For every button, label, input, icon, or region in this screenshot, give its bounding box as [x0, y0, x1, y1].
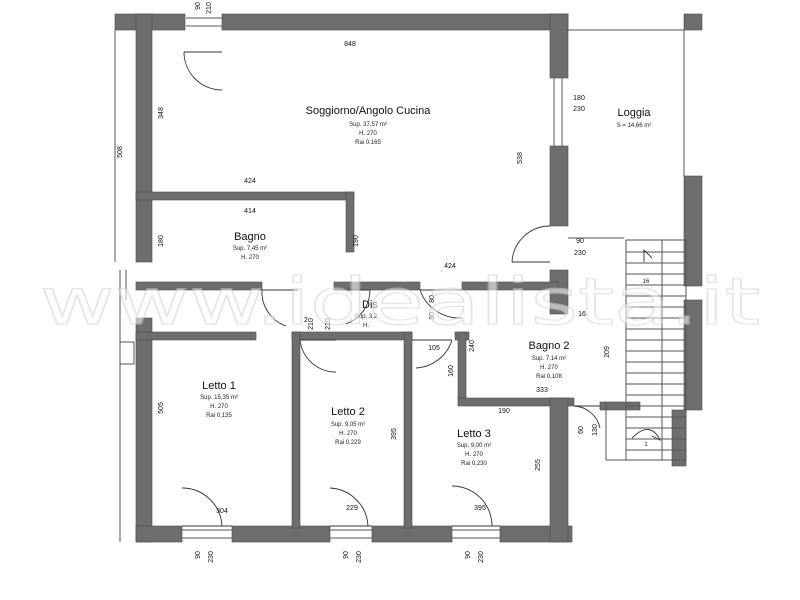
room-name-letto2: Letto 2 — [331, 406, 365, 418]
stair-number-bottom: 1 — [644, 442, 648, 448]
room-sup-letto2: Sup. 9,05 m² — [331, 422, 365, 428]
room-letto1: Letto 1 Sup. 15,35 m² H. 270 Rai 0,135 — [200, 380, 238, 419]
dim-538: 538 — [517, 152, 524, 164]
room-height-letto3: H. 270 — [465, 452, 483, 458]
dim-top-210: 210 — [206, 2, 213, 14]
room-sup-bagno2: Sup. 7,14 m² — [532, 356, 566, 362]
thin-lines — [114, 29, 685, 542]
room-sup-letto1: Sup. 15,35 m² — [200, 395, 238, 401]
dim-190-letto3: 190 — [498, 408, 510, 415]
dim-333: 333 — [536, 387, 548, 394]
dim-508: 508 — [117, 146, 124, 158]
dim-bottom-90-b: 90 — [343, 551, 350, 559]
dim-bottom-230-c: 230 — [478, 551, 485, 563]
dim-424-corridor: 424 — [444, 263, 456, 270]
room-name-letto3: Letto 3 — [457, 428, 491, 440]
room-loggia: Loggia S = 14,66 m² — [617, 107, 652, 129]
room-name-letto1: Letto 1 — [202, 380, 236, 392]
dim-229: 229 — [346, 505, 358, 512]
dim-window-230-b: 230 — [574, 250, 586, 257]
windows — [182, 17, 563, 539]
room-sup-loggia: S = 14,66 m² — [617, 123, 652, 129]
dim-240: 240 — [469, 340, 476, 352]
doors — [181, 51, 601, 527]
dim-255: 255 — [535, 459, 542, 471]
room-height-letto2: H. 270 — [339, 431, 357, 437]
dim-16: 16 — [578, 311, 586, 318]
room-height-soggiorno: H. 270 — [359, 131, 377, 137]
dim-2: 2 — [304, 317, 308, 324]
dim-414: 414 — [244, 208, 256, 215]
dim-304: 304 — [216, 508, 228, 515]
dim-105: 105 — [428, 345, 440, 352]
room-letto2: Letto 2 Sup. 9,05 m² H. 270 Rai 0,229 — [331, 406, 365, 446]
dim-window-230-a: 230 — [573, 106, 585, 113]
dim-209: 209 — [604, 346, 611, 358]
dim-505: 505 — [158, 402, 165, 414]
room-rai-letto3: Rai 0,230 — [461, 461, 487, 467]
room-bagno: Bagno Sup. 7,45 m² H. 270 — [233, 231, 267, 261]
dim-bottom-230-b: 230 — [356, 551, 363, 563]
room-soggiorno: Soggiorno/Angolo Cucina Sup. 37,57 m² H.… — [306, 105, 432, 146]
dim-window-180: 180 — [573, 95, 585, 102]
dim-bottom-230-a: 230 — [208, 551, 215, 563]
dim-window-90: 90 — [576, 238, 584, 245]
dim-bottom-90-a: 90 — [195, 551, 202, 559]
room-height-letto1: H. 270 — [210, 404, 228, 410]
dim-30: 30 — [429, 312, 436, 320]
dim-190-bagno: 190 — [353, 235, 360, 247]
room-sup-disimpegno: Sup. 3,2 — [355, 314, 378, 320]
room-name-soggiorno: Soggiorno/Angolo Cucina — [306, 105, 432, 117]
room-height-bagno2: H. 270 — [540, 365, 558, 371]
stair-number-top: 16 — [643, 279, 650, 285]
room-letto3: Letto 3 Sup. 9,00 m² H. 270 Rai 0,230 — [457, 428, 491, 467]
dim-424-top: 424 — [244, 178, 256, 185]
room-sup-bagno: Sup. 7,45 m² — [233, 246, 267, 252]
dim-160: 160 — [448, 365, 455, 377]
room-sup-soggiorno: Sup. 37,57 m² — [349, 122, 387, 128]
staircase: 16 1 — [625, 239, 687, 461]
room-name-loggia: Loggia — [617, 107, 651, 119]
room-sup-letto3: Sup. 9,00 m² — [457, 443, 491, 449]
room-rai-bagno2: Rai 0,108 — [536, 374, 562, 380]
room-rai-letto1: Rai 0,135 — [206, 413, 232, 419]
dim-395-letto3: 395 — [474, 505, 486, 512]
room-height-disimpegno: H. — [363, 323, 369, 329]
room-rai-letto2: Rai 0,229 — [335, 440, 361, 446]
room-height-bagno: H. 270 — [241, 255, 259, 261]
dim-210-a: 210 — [325, 318, 332, 330]
dim-210-b: 210 — [308, 318, 315, 330]
watermark: www.idealista.it — [40, 266, 760, 340]
room-name-bagno2: Bagno 2 — [529, 340, 570, 352]
dim-395-letto2: 395 — [391, 428, 398, 440]
dim-848: 848 — [344, 41, 356, 48]
room-name-bagno: Bagno — [234, 231, 266, 243]
room-rai-soggiorno: Rai 0.165 — [355, 140, 381, 146]
dim-60: 60 — [578, 426, 585, 434]
dim-80: 80 — [429, 295, 436, 303]
dim-348: 348 — [158, 107, 165, 119]
walls — [114, 13, 703, 543]
dim-bottom-90-c: 90 — [465, 551, 472, 559]
dim-130: 130 — [592, 424, 599, 436]
room-name-disimpegno: Dis — [362, 299, 378, 311]
dimension-labels: 848 348 508 538 424 414 180 190 424 210 … — [117, 2, 611, 563]
dim-top-90: 90 — [195, 2, 202, 10]
room-disimpegno: Dis Sup. 3,2 H. — [355, 299, 379, 329]
room-bagno2: Bagno 2 Sup. 7,14 m² H. 270 Rai 0,108 — [529, 340, 570, 380]
dim-180: 180 — [158, 235, 165, 247]
